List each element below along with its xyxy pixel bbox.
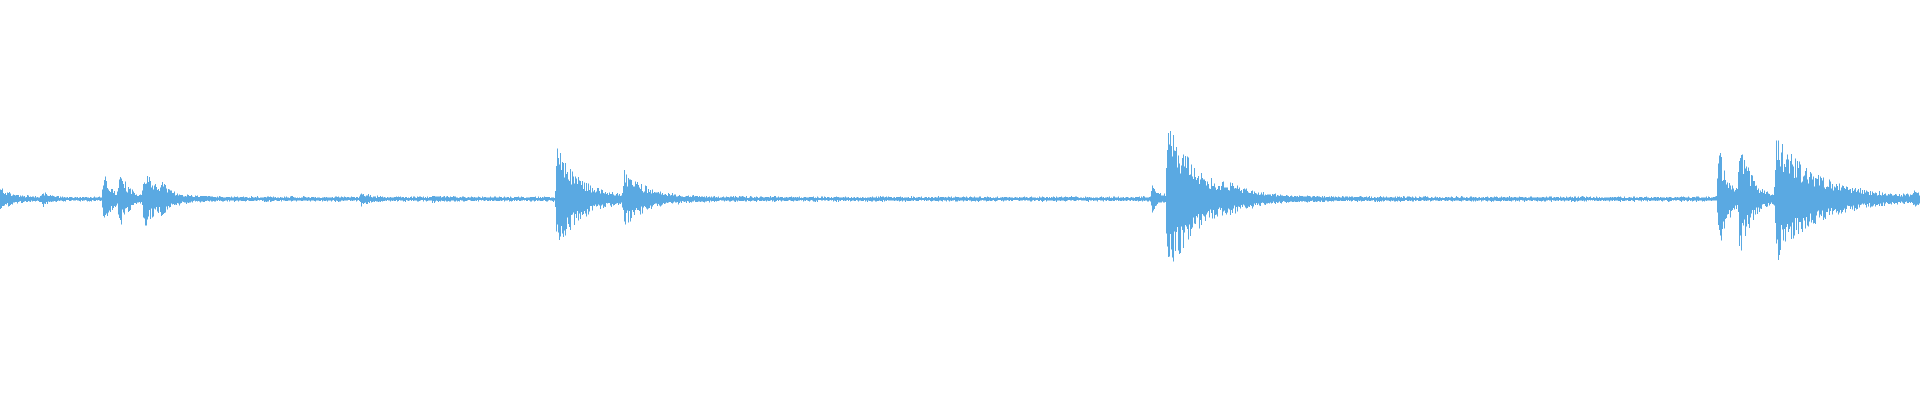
waveform-trace xyxy=(0,131,1920,262)
